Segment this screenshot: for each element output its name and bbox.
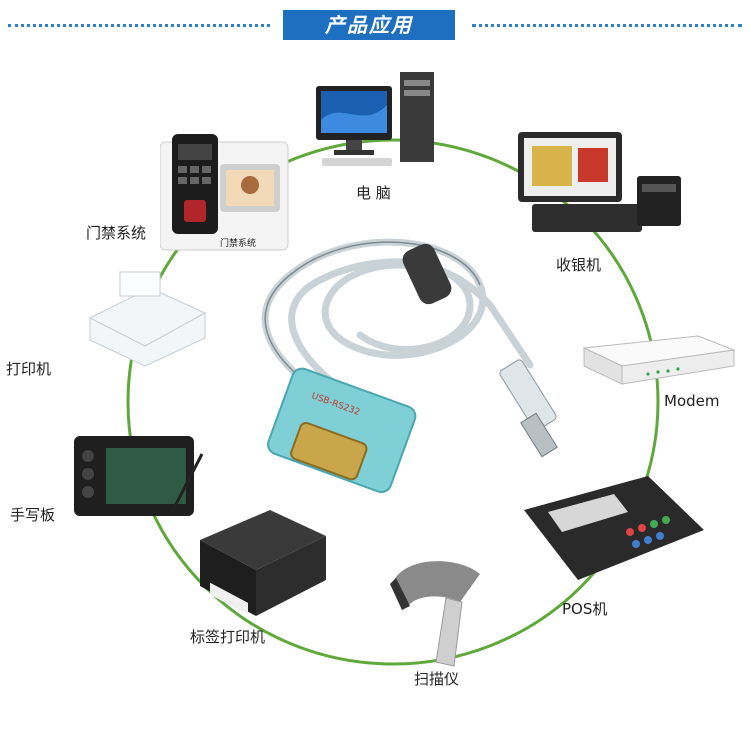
label-cash-register: 收银机: [556, 256, 602, 274]
header-dotted-line-left: [8, 24, 270, 27]
label-access-control: 门禁系统: [86, 224, 147, 242]
label-computer: 电 脑: [356, 184, 391, 202]
computer-image: [316, 72, 434, 166]
barcode-scanner-image: [390, 561, 480, 667]
label-tablet: 手写板: [10, 506, 56, 524]
usb-serial-cable-image: USB-RS232: [261, 238, 558, 494]
cash-register-image: [518, 132, 681, 232]
modem-image: [582, 335, 736, 385]
label-printer-image: [200, 510, 326, 616]
section-title: 产品应用: [283, 10, 455, 40]
access-control-image: [160, 134, 289, 251]
signature-tablet-image: [74, 436, 204, 516]
label-label-printer: 标签打印机: [190, 628, 266, 646]
section-header: 产品应用: [0, 0, 750, 48]
label-pos: POS机: [562, 600, 608, 618]
label-printer: 打印机: [6, 360, 52, 378]
label-scanner: 扫描仪: [414, 670, 460, 688]
label-modem: Modem: [664, 392, 720, 410]
pos-terminal-image: [524, 476, 704, 580]
header-dotted-line-right: [472, 24, 742, 27]
printer-image: [89, 271, 206, 367]
label-access-small: 门禁系统: [220, 239, 257, 249]
